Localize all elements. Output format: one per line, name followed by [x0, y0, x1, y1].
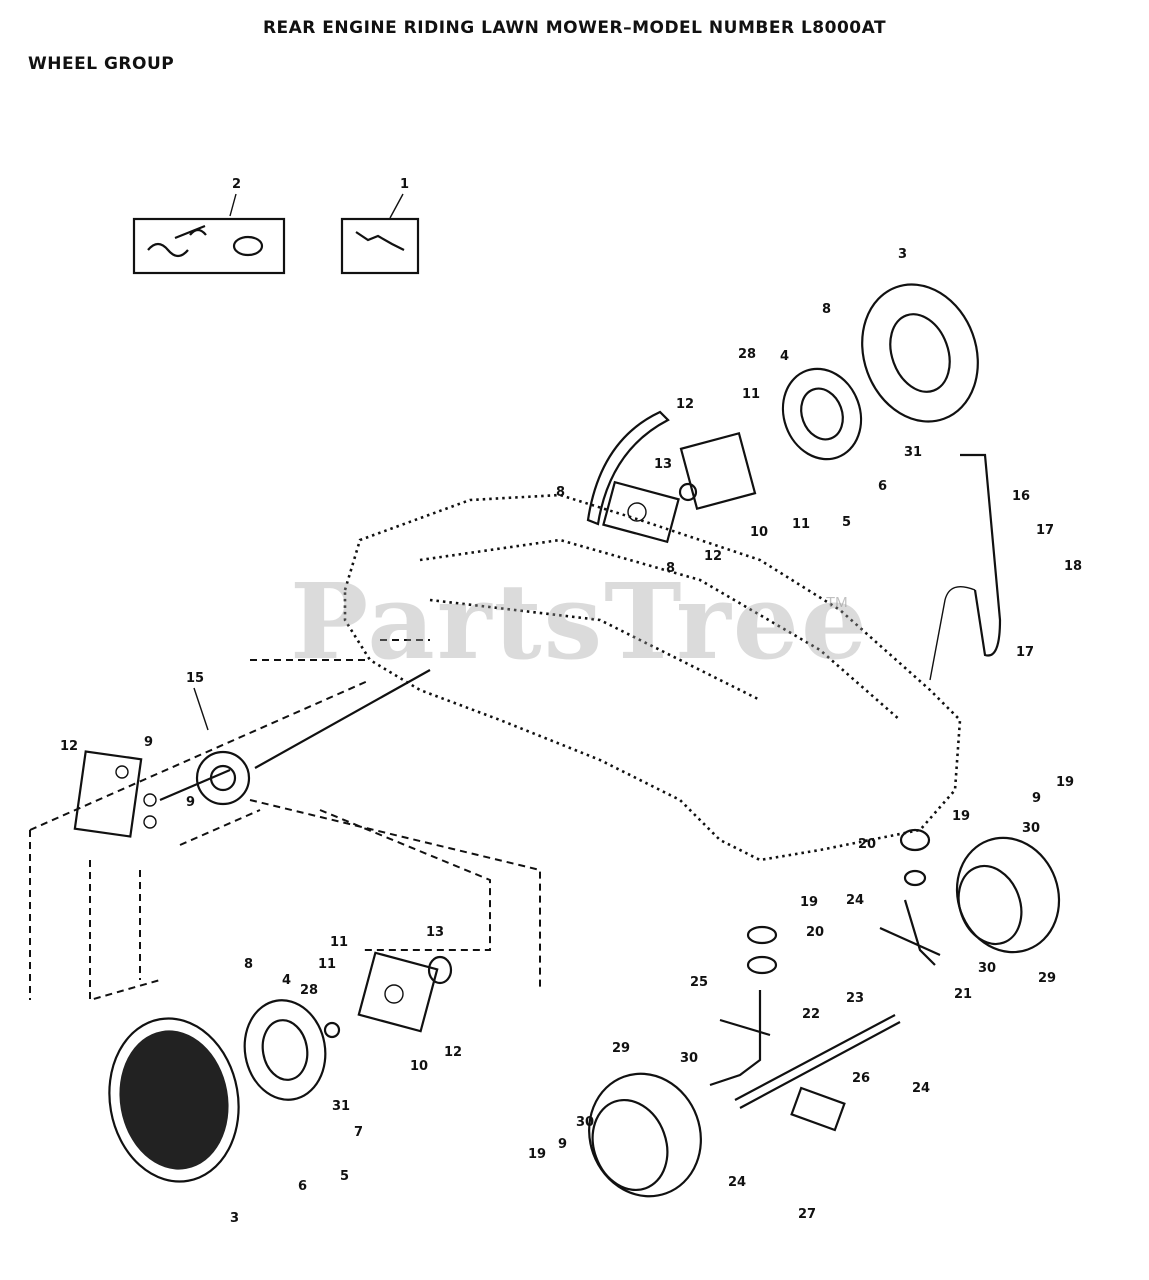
partstree-watermark: PartsTree — [290, 560, 870, 683]
left-rear-wheel — [108, 951, 453, 1183]
callout-24: 24 — [728, 1175, 746, 1190]
callout-26: 26 — [852, 1071, 870, 1086]
callout-25: 25 — [690, 975, 708, 990]
callout-21: 21 — [954, 987, 972, 1002]
callout-11: 11 — [742, 387, 760, 402]
callout-31: 31 — [904, 445, 922, 460]
callout-24: 24 — [912, 1081, 930, 1096]
callout-6: 6 — [878, 479, 887, 494]
callout-22: 22 — [802, 1007, 820, 1022]
callout-15: 15 — [186, 671, 204, 686]
callout-8: 8 — [666, 561, 675, 576]
callout-30: 30 — [680, 1051, 698, 1066]
callout-30: 30 — [978, 961, 996, 976]
callout-19: 19 — [800, 895, 818, 910]
callout-29: 29 — [1038, 971, 1056, 986]
callout-28: 28 — [300, 983, 318, 998]
callout-12: 12 — [676, 397, 694, 412]
callout-4: 4 — [282, 973, 291, 988]
callout-27: 27 — [798, 1207, 816, 1222]
callout-1: 1 — [400, 177, 409, 192]
callout-10: 10 — [410, 1059, 428, 1074]
callout-7: 8 — [244, 957, 253, 972]
right-rear-wheel — [586, 283, 1002, 681]
kit-2-box — [132, 217, 286, 275]
callout-19: 19 — [952, 809, 970, 824]
callout-12: 12 — [444, 1045, 462, 1060]
callout-20: 20 — [858, 837, 876, 852]
diagram-title: REAR ENGINE RIDING LAWN MOWER–MODEL NUMB… — [262, 18, 887, 38]
callout-18: 18 — [1064, 559, 1082, 574]
callout-19: 19 — [528, 1147, 546, 1162]
callout-11: 11 — [318, 957, 336, 972]
callout-8: 9 — [186, 795, 195, 810]
callout-8: 8 — [556, 485, 565, 500]
callout-5: 5 — [340, 1169, 349, 1184]
callout-11: 11 — [792, 517, 810, 532]
callout-25: 24 — [846, 893, 864, 908]
callout-23: 23 — [846, 991, 864, 1006]
trademark-mark: TM — [826, 594, 848, 611]
callout-12: 12 — [704, 549, 722, 564]
callout-31: 31 — [332, 1099, 350, 1114]
callout-10: 10 — [750, 525, 768, 540]
callout-9: 9 — [1032, 791, 1041, 806]
callouts: 2 1 3 8 28 4 11 12 31 13 6 8 16 5 11 10 … — [60, 177, 1082, 1226]
callout-7: 8 — [822, 302, 831, 317]
callout-19: 19 — [1056, 775, 1074, 790]
callout-30: 30 — [1022, 821, 1040, 836]
callout-11: 7 — [354, 1125, 363, 1140]
callout-30: 30 — [576, 1115, 594, 1130]
callout-3: 3 — [230, 1211, 239, 1226]
callout-16: 16 — [1012, 489, 1030, 504]
callout-20: 20 — [806, 925, 824, 940]
callout-5: 5 — [842, 515, 851, 530]
callout-13: 13 — [426, 925, 444, 940]
callout-9: 9 — [558, 1137, 567, 1152]
rear-axle-assembly — [73, 669, 431, 838]
callout-17: 17 — [1036, 523, 1054, 538]
mower-frame — [343, 493, 962, 862]
callout-11: 11 — [330, 935, 348, 950]
callout-13: 13 — [654, 457, 672, 472]
callout-8: 9 — [144, 735, 153, 750]
callout-12: 12 — [60, 739, 78, 754]
callout-17: 17 — [1016, 645, 1034, 660]
kit-1-box — [340, 217, 420, 275]
front-axle-steering — [588, 828, 1061, 1198]
callout-28: 28 — [738, 347, 756, 362]
callout-6: 6 — [298, 1179, 307, 1194]
callout-2: 2 — [232, 177, 241, 192]
callout-4: 4 — [780, 349, 789, 364]
group-title: WHEEL GROUP — [28, 54, 175, 74]
callout-29: 29 — [612, 1041, 630, 1056]
callout-3: 3 — [898, 247, 907, 262]
